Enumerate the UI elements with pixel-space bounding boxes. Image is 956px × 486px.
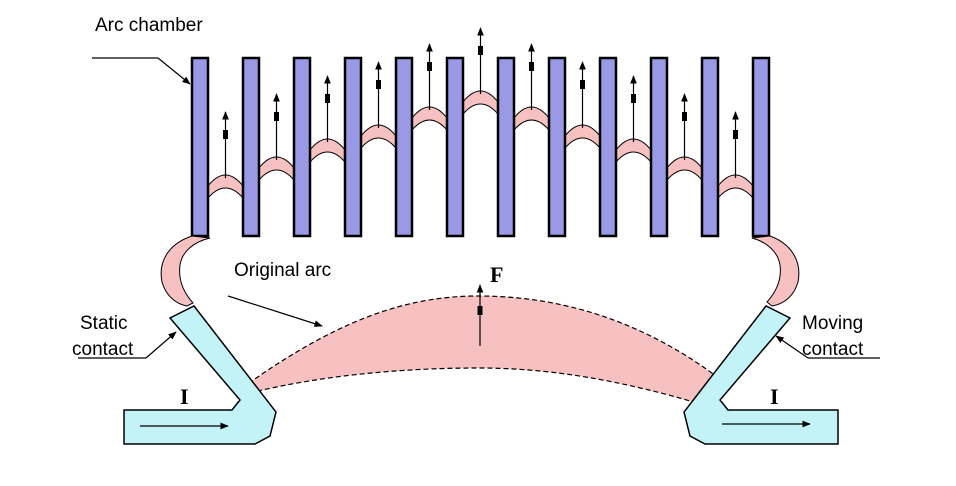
force-arrow-marker (325, 94, 330, 103)
left-side-arc (160, 235, 211, 307)
arc-segment (207, 174, 244, 200)
force-arrow-marker (477, 306, 483, 315)
arc-segment (717, 174, 754, 200)
moving-contact-label-line1: Moving (802, 313, 863, 334)
moving-contact-pointer (775, 335, 809, 359)
chamber-plate (649, 56, 669, 238)
force-label: F (490, 262, 503, 287)
force-arrow-marker (274, 112, 279, 121)
force-arrow-marker (580, 80, 585, 89)
chamber-plate (292, 56, 312, 238)
chamber-plate (700, 56, 720, 238)
arc-segment (564, 124, 601, 150)
chamber-plate (445, 56, 465, 238)
chamber-plate (190, 56, 210, 238)
force-arrow-marker (529, 62, 534, 71)
arc-segment (309, 138, 346, 164)
force-arrow-marker (631, 94, 636, 103)
static-contact-label-line1: Static (80, 313, 128, 334)
arc-segment (411, 106, 448, 132)
arc-chamber-plates (190, 56, 771, 238)
current-label-right: I (770, 384, 779, 409)
arc-segment (360, 124, 397, 150)
chamber-plate (241, 56, 261, 238)
arc-segment (666, 156, 703, 182)
force-arrow-marker (223, 130, 228, 139)
arc-segment (462, 90, 499, 116)
force-arrow-marker (682, 112, 687, 121)
chamber-plate (343, 56, 363, 238)
force-arrows (222, 27, 739, 178)
moving-contact-label-line2: contact (802, 339, 864, 360)
force-arrow-marker (376, 80, 381, 89)
arc-chamber-label: Arc chamber (95, 15, 203, 36)
chamber-plate (751, 56, 771, 238)
arc-segment (615, 138, 652, 164)
arc-segments (207, 90, 754, 200)
arc-segment (513, 106, 550, 132)
original-arc-label: Original arc (234, 260, 331, 281)
chamber-plate (496, 56, 516, 238)
chamber-plate (598, 56, 618, 238)
arc-segment (258, 156, 295, 182)
static-contact (123, 305, 277, 445)
moving-contact (683, 305, 839, 445)
force-arrow-marker (733, 130, 738, 139)
static-contact-pointer (145, 331, 177, 359)
arc-chamber-pointer (157, 57, 191, 85)
original-arc-pointer (227, 295, 323, 327)
force-arrow-marker (427, 62, 432, 71)
static-contact-label-line2: contact (72, 339, 134, 360)
current-label-left: I (180, 384, 189, 409)
chamber-plate (547, 56, 567, 238)
right-side-arc (751, 235, 800, 307)
force-arrow-marker (478, 46, 483, 55)
chamber-plate (394, 56, 414, 238)
